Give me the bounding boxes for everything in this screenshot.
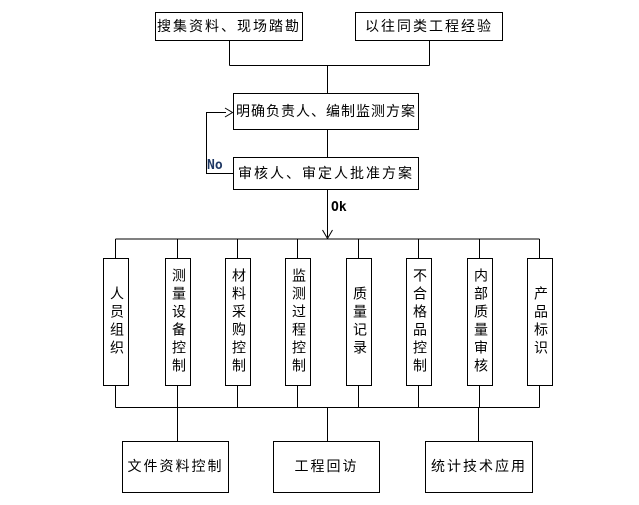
ok-label: Ok [331, 200, 347, 215]
branch-box-measuring-equipment-control: 测量设备控制 [165, 258, 191, 386]
branch-box-material-procurement-control: 材料采购控制 [225, 258, 251, 386]
plan-box: 明确负责人、编制监测方案 [233, 93, 419, 130]
connector-output-drops [177, 407, 479, 441]
input-box-past-experience: 以往同类工程经验 [355, 12, 503, 41]
approval-box: 审核人、审定人批准方案 [233, 157, 419, 190]
output-box-statistical-technique-application: 统计技术应用 [425, 441, 533, 493]
output-box-project-return-visit: 工程回访 [273, 441, 380, 493]
branch-box-monitoring-process-control: 监测过程控制 [285, 258, 311, 386]
branch-box-nonconforming-product-control: 不合格品控制 [406, 258, 432, 386]
branch-box-internal-quality-audit: 内部质量审核 [467, 258, 493, 386]
rail-top-stubs [115, 239, 540, 258]
branch-box-product-identification: 产品标识 [527, 258, 553, 386]
connector-no-loop [206, 112, 233, 174]
input-box-collect-data: 搜集资料、现场踏勘 [155, 12, 303, 41]
branch-box-quality-records: 质量记录 [346, 258, 372, 386]
no-label: No [207, 158, 223, 173]
output-box-document-control: 文件资料控制 [122, 441, 229, 493]
right-arrow-icon [224, 107, 234, 118]
branch-box-personnel-organization: 人员组织 [103, 258, 129, 386]
rail-bottom-stubs [115, 386, 540, 408]
